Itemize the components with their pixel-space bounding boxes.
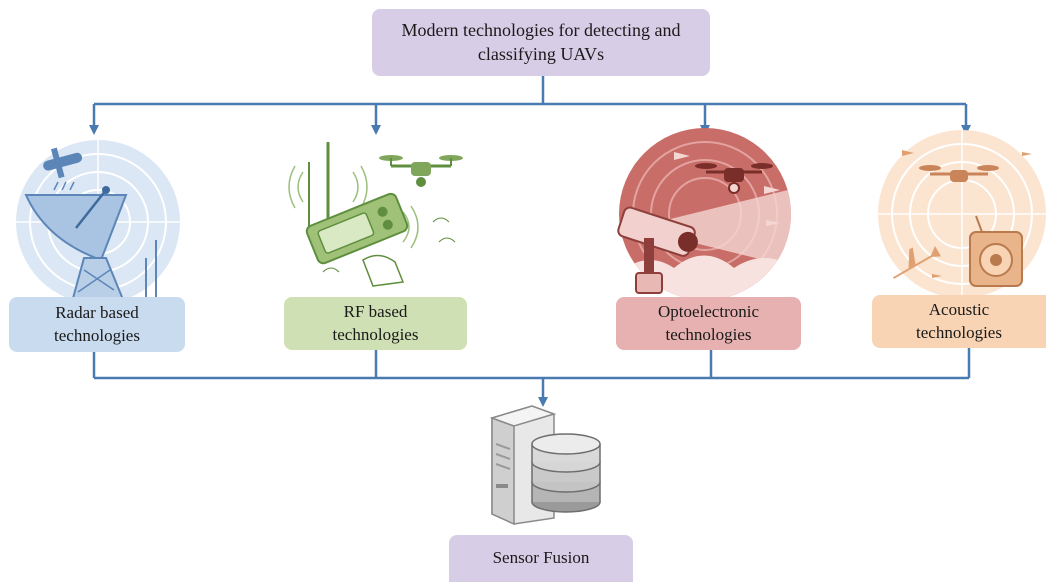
rf-controller-drone-icon — [288, 142, 463, 287]
rf-label: RF based technologies — [332, 302, 419, 344]
surveillance-camera-icon — [617, 128, 791, 300]
acoustic-label: Acoustic technologies — [916, 300, 1002, 342]
rf-box: RF based technologies — [284, 297, 467, 350]
sensor-fusion-box: Sensor Fusion — [449, 535, 633, 582]
radar-label: Radar based technologies — [54, 303, 140, 345]
radar-dish-icon — [16, 140, 180, 304]
title-text: Modern technologies for detecting and cl… — [401, 20, 681, 64]
server-database-icon — [489, 405, 601, 526]
acoustic-box: Acoustic technologies — [872, 295, 1046, 348]
opto-label: Optoelectronic technologies — [657, 302, 759, 344]
radar-box: Radar based technologies — [9, 297, 185, 352]
opto-box: Optoelectronic technologies — [616, 297, 801, 350]
title-box: Modern technologies for detecting and cl… — [372, 9, 710, 76]
sensor-fusion-label: Sensor Fusion — [492, 548, 590, 568]
acoustic-sensor-icon — [878, 130, 1046, 298]
